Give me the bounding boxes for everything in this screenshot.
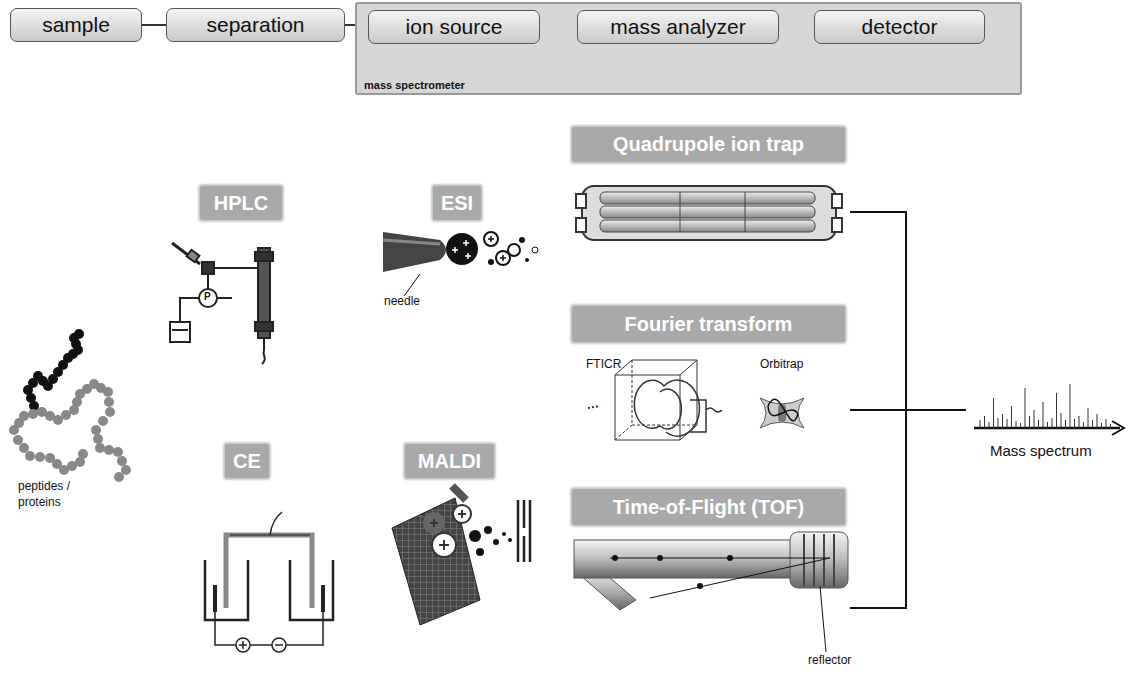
category-label-box: Quadrupole ion trap	[572, 127, 845, 162]
esi-needle	[383, 232, 538, 296]
node-text: ion source	[406, 15, 503, 39]
process-box: mass analyzer	[577, 10, 779, 44]
hplc-apparatus	[170, 243, 273, 364]
callout-label: needle	[384, 294, 420, 308]
node-text: sample	[42, 13, 110, 37]
process-box: sample	[10, 8, 142, 42]
category-label-box: ESI	[433, 186, 481, 220]
category-label-box: Fourier transform	[572, 306, 845, 342]
fticr-cell	[588, 360, 722, 440]
maldi-plate	[392, 486, 530, 625]
node-text: CE	[233, 450, 261, 473]
annotation: peptides / proteins	[18, 478, 88, 510]
group-box: mass spectrometer ion source mass analyzer…	[355, 2, 1022, 95]
quadrupole-trap	[576, 186, 842, 240]
category-label-box: Time-of-Flight (TOF)	[572, 489, 845, 525]
process-box: detector	[814, 10, 985, 44]
orbitrap-cell	[760, 398, 804, 428]
caption-label: Mass spectrum	[990, 442, 1092, 459]
callout-label: reflector	[808, 653, 851, 667]
node-text: Time-of-Flight (TOF)	[613, 496, 804, 519]
symbol-label: P	[204, 291, 211, 302]
category-label-box: HPLC	[200, 186, 282, 220]
node-text: separation	[206, 13, 304, 37]
tof-tube	[574, 532, 848, 652]
category-label-box: MALDI	[405, 444, 494, 478]
mass-spectrum	[974, 384, 1124, 435]
node-text: Quadrupole ion trap	[613, 133, 804, 156]
node-text: Fourier transform	[625, 313, 793, 336]
peptide-chain	[9, 329, 131, 482]
node-text: ESI	[441, 192, 473, 215]
ce-apparatus	[205, 512, 333, 652]
node-text: mass analyzer	[610, 15, 745, 39]
process-box: ion source	[368, 10, 540, 44]
node-text: MALDI	[418, 450, 481, 473]
process-box: separation	[166, 8, 345, 42]
callout-label: FTICR	[586, 357, 621, 371]
callout-label: Orbitrap	[760, 357, 803, 371]
node-text: HPLC	[214, 192, 268, 215]
node-text: mass spectrometer	[357, 79, 465, 93]
connector-line	[142, 24, 166, 26]
bracket-lines	[850, 212, 966, 608]
node-text: detector	[862, 15, 938, 39]
category-label-box: CE	[225, 444, 269, 478]
